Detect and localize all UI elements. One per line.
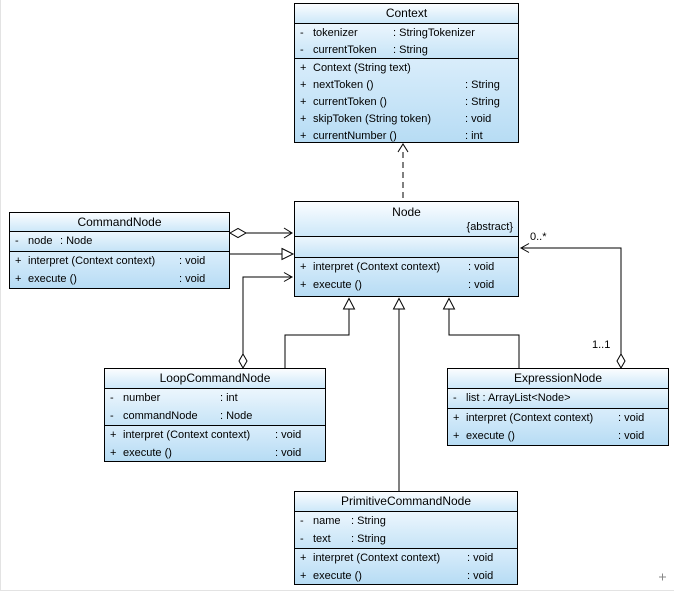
aggregation-diamond-icon (238, 352, 248, 370)
method-row: + execute () : void (453, 430, 645, 442)
aggregation-diamond-icon (616, 352, 626, 370)
attribute-row: - tokenizer : StringTokenizer (300, 27, 475, 39)
method-row: + interpret (Context context) : void (110, 429, 302, 441)
method-row: + interpret (Context context) : void (15, 255, 206, 267)
attributes-compartment: - node : Node (10, 231, 229, 251)
attributes-compartment: - list : ArrayList<Node> (448, 388, 668, 408)
class-title: CommandNode (10, 213, 229, 231)
multiplicity-label-one-one: 1..1 (592, 339, 611, 351)
method-row: + skipToken (String token) : void (300, 113, 492, 125)
triangle-arrowhead-icon (442, 297, 456, 310)
class-node[interactable]: Node {abstract} + interpret (Context con… (294, 201, 519, 297)
open-arrowhead-icon (519, 243, 530, 253)
class-title: LoopCommandNode (105, 369, 325, 388)
generalization-commandnode-node[interactable] (230, 247, 295, 261)
attributes-compartment (295, 236, 518, 257)
class-loopcommandnode[interactable]: LoopCommandNode - number : int - command… (104, 368, 326, 462)
aggregation-loopcommandnode-node[interactable] (238, 272, 294, 370)
method-row: + execute () : void (300, 570, 494, 582)
methods-compartment: + interpret (Context context) : void + e… (295, 257, 518, 296)
methods-compartment: + interpret (Context context) : void + e… (105, 425, 325, 461)
method-row: + nextToken () : String (300, 79, 500, 91)
method-row: + interpret (Context context) : void (453, 412, 645, 424)
cursor-artifact (659, 573, 666, 581)
class-name: CommandNode (77, 214, 162, 229)
open-arrowhead-icon (283, 272, 294, 282)
multiplicity-label-zero-many: 0..* (530, 231, 547, 243)
dependency-node-context[interactable] (397, 143, 409, 198)
method-row: + execute () : void (300, 279, 495, 291)
attribute-row: - currentToken : String (300, 44, 428, 56)
attribute-row: - text : String (300, 533, 386, 545)
class-name: Context (385, 6, 428, 20)
class-name: Node (392, 205, 421, 219)
generalization-expressionnode-node[interactable] (442, 297, 520, 369)
attributes-compartment: - tokenizer : StringTokenizer - currentT… (295, 23, 518, 58)
aggregation-commandnode-node[interactable] (228, 227, 293, 239)
open-arrowhead-icon (397, 143, 409, 153)
attribute-row: - list : ArrayList<Node> (453, 392, 571, 404)
class-title: Node {abstract} (295, 202, 518, 236)
generalization-primitivecommandnode-node[interactable] (392, 297, 406, 492)
class-title: ExpressionNode (448, 369, 668, 388)
method-row: + execute () : void (15, 273, 206, 285)
class-title: Context (295, 4, 518, 23)
triangle-arrowhead-icon (392, 297, 406, 310)
attributes-compartment: - name : String - text : String (295, 511, 517, 548)
class-name: PrimitiveCommandNode (340, 494, 472, 508)
class-expressionnode[interactable]: ExpressionNode - list : ArrayList<Node> … (447, 368, 669, 446)
class-name: LoopCommandNode (159, 371, 271, 385)
method-row: + currentNumber () : int (300, 130, 483, 142)
triangle-arrowhead-icon (342, 297, 356, 310)
methods-compartment: + Context (String text) + nextToken () :… (295, 58, 518, 142)
attribute-row: - name : String (300, 515, 386, 527)
method-row: + interpret (Context context) : void (300, 261, 495, 273)
method-row: + Context (String text) (300, 62, 411, 74)
methods-compartment: + interpret (Context context) : void + e… (295, 548, 517, 584)
attribute-row: - number : int (110, 392, 238, 404)
method-row: + currentToken () : String (300, 96, 500, 108)
abstract-stereotype: {abstract} (466, 221, 513, 233)
class-title: PrimitiveCommandNode (295, 492, 517, 511)
aggregation-diamond-icon (228, 227, 248, 239)
generalization-loopcommandnode-node[interactable] (284, 297, 356, 369)
attribute-row: - node : Node (15, 235, 93, 247)
attributes-compartment: - number : int - commandNode : Node (105, 388, 325, 425)
class-commandnode[interactable]: CommandNode - node : Node + interpret (C… (9, 212, 230, 289)
method-row: + interpret (Context context) : void (300, 552, 494, 564)
class-name: ExpressionNode (513, 371, 603, 385)
methods-compartment: + interpret (Context context) : void + e… (448, 408, 668, 445)
method-row: + execute () : void (110, 447, 302, 459)
open-arrowhead-icon (283, 227, 293, 239)
class-primitivecommandnode[interactable]: PrimitiveCommandNode - name : String - t… (294, 491, 518, 585)
methods-compartment: + interpret (Context context) : void + e… (10, 251, 229, 288)
attribute-row: - commandNode : Node (110, 410, 253, 422)
class-context[interactable]: Context - tokenizer : StringTokenizer - … (294, 3, 519, 143)
triangle-arrowhead-icon (281, 247, 295, 261)
